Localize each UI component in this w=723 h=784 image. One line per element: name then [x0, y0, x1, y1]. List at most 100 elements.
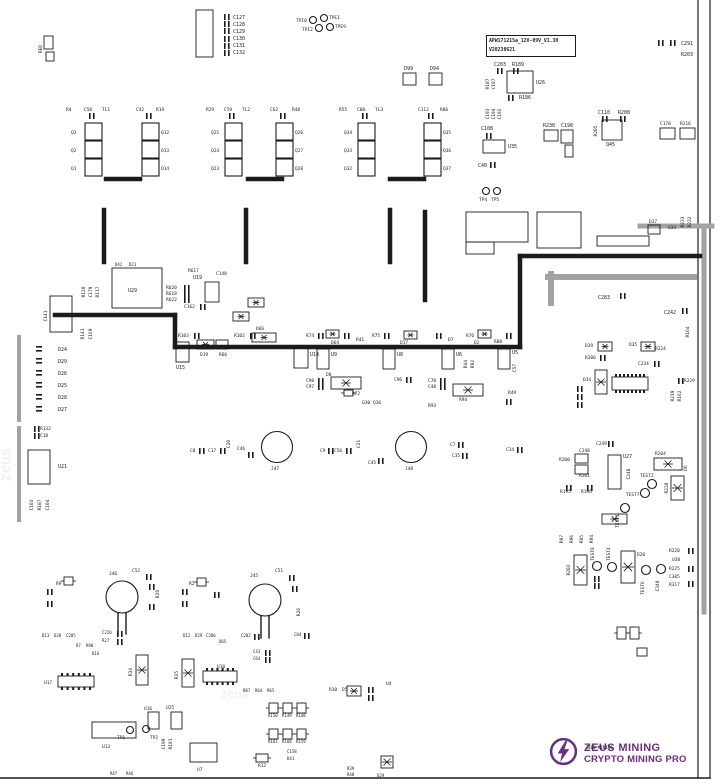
- passive-cluster: [51, 454, 56, 457]
- testpoint-label: TEST6: [640, 581, 646, 595]
- passive-cluster: [607, 423, 611, 426]
- passive-cluster: [621, 407, 626, 414]
- ic-dip-outline: [611, 376, 649, 391]
- ic-dip-outline: [72, 687, 75, 690]
- capacitor-icon: [269, 650, 271, 656]
- ref-des-label: D12: [183, 633, 191, 638]
- capacitor-icon: [577, 386, 579, 392]
- passive-cluster: [22, 454, 27, 457]
- passive-cluster: [551, 226, 556, 231]
- ref-des-label: C129: [233, 29, 245, 35]
- capacitor-icon: [36, 362, 42, 364]
- ic-dip-outline: [66, 673, 69, 676]
- ref-des-label: J45: [250, 573, 258, 579]
- ic-label: U9: [331, 352, 337, 358]
- ic-dip-outline: [226, 668, 229, 671]
- ref-des-label: D29: [58, 359, 67, 365]
- capacitor-icon: [304, 633, 306, 639]
- diode-icon: [673, 483, 682, 493]
- passive-cluster: [138, 690, 144, 694]
- watermark-overlay-text: ZEUS MINING: [586, 745, 613, 750]
- passive-cluster: [238, 702, 244, 707]
- ic-label: U15: [176, 365, 185, 371]
- diode-icon: [253, 299, 259, 306]
- power-stage-3-mosfet-label: Q34: [344, 130, 352, 136]
- passive-cluster: [648, 407, 653, 414]
- watermark-brand: ZEUS MINING: [584, 742, 661, 754]
- diode-icon: [383, 758, 391, 766]
- passive-cluster: [22, 475, 27, 478]
- inductor-j48: [394, 430, 428, 464]
- passive-cluster: [58, 640, 64, 648]
- ic-label: U14: [310, 352, 319, 358]
- component-outline: [596, 235, 650, 247]
- passive-cluster: [580, 505, 588, 514]
- capacitor-icon: [581, 394, 583, 400]
- passive-cluster: [104, 296, 110, 299]
- testpoint-label: TP4: [479, 197, 487, 203]
- ic-label: U34: [668, 225, 676, 231]
- capacitor-icon: [224, 21, 226, 27]
- passive-cluster: [667, 418, 671, 421]
- diode-icon: [664, 460, 672, 468]
- power-stage-3-top-label: C80: [357, 107, 365, 113]
- capacitor-icon: [497, 68, 499, 74]
- passive-cluster: [60, 651, 67, 656]
- capacitor-icon: [224, 448, 226, 454]
- passive-cluster: [130, 704, 136, 708]
- passive-cluster: [246, 734, 252, 739]
- passive-cluster: [42, 659, 49, 664]
- capacitor-icon: [501, 68, 503, 74]
- power-stage-3-mosfet: [423, 122, 442, 141]
- passive-cluster: [603, 407, 608, 414]
- passive-cluster: [228, 726, 234, 731]
- power-stage-2-mosfet: [275, 122, 294, 141]
- passive-cluster: [570, 216, 575, 221]
- ref-des-label: D24: [58, 347, 67, 353]
- passive-cluster: [96, 319, 102, 323]
- ref-des-label: C194: [491, 108, 497, 119]
- passive-cluster: [98, 690, 104, 694]
- testpoint-label: TPE1: [329, 15, 340, 21]
- passive-cluster: [130, 690, 136, 694]
- capacitor-icon: [184, 297, 186, 303]
- ref-des-label: Q30: [362, 400, 370, 406]
- passive-cluster: [170, 750, 177, 756]
- passive-cluster: [82, 663, 86, 670]
- passive-cluster: [199, 42, 204, 46]
- passive-cluster: [248, 291, 255, 297]
- passive-cluster: [487, 233, 492, 238]
- testpoint-label: TEST1: [615, 514, 621, 528]
- ref-des-label: R219: [670, 390, 676, 401]
- passive-cluster: [658, 241, 662, 250]
- passive-cluster: [69, 659, 76, 664]
- diode-icon: [408, 332, 413, 338]
- passive-cluster: [106, 690, 112, 694]
- ref-des-label: C193: [485, 108, 491, 119]
- passive-cluster: [199, 294, 204, 297]
- passive-cluster: [54, 698, 61, 703]
- power-stage-2-mosfet-label: Q24: [211, 148, 219, 154]
- passive-cluster: [104, 290, 110, 293]
- capacitor-icon: [368, 695, 370, 701]
- passive-cluster: [22, 468, 27, 471]
- capacitor-icon: [233, 113, 235, 119]
- ref-des-label: C131: [233, 43, 245, 49]
- passive-cluster: [238, 300, 245, 306]
- diode-icon: [601, 513, 628, 525]
- ref-des-label: R7: [76, 643, 81, 648]
- passive-cluster: [619, 418, 623, 421]
- component-outline: [465, 211, 529, 243]
- ref-des-label: R224: [655, 346, 666, 352]
- capacitor-icon: [444, 384, 446, 390]
- capacitor-icon: [199, 448, 201, 454]
- capacitor-icon: [494, 162, 496, 168]
- capacitor-icon: [410, 377, 412, 383]
- ref-des-label: R203: [681, 52, 693, 58]
- passive-cluster: [513, 233, 518, 238]
- faint-watermark: zeus: [220, 687, 249, 701]
- ref-des-label: C17: [208, 448, 216, 454]
- passive-cluster: [51, 659, 58, 664]
- ic-dip-outline: [643, 374, 645, 377]
- passive-cluster: [650, 241, 654, 250]
